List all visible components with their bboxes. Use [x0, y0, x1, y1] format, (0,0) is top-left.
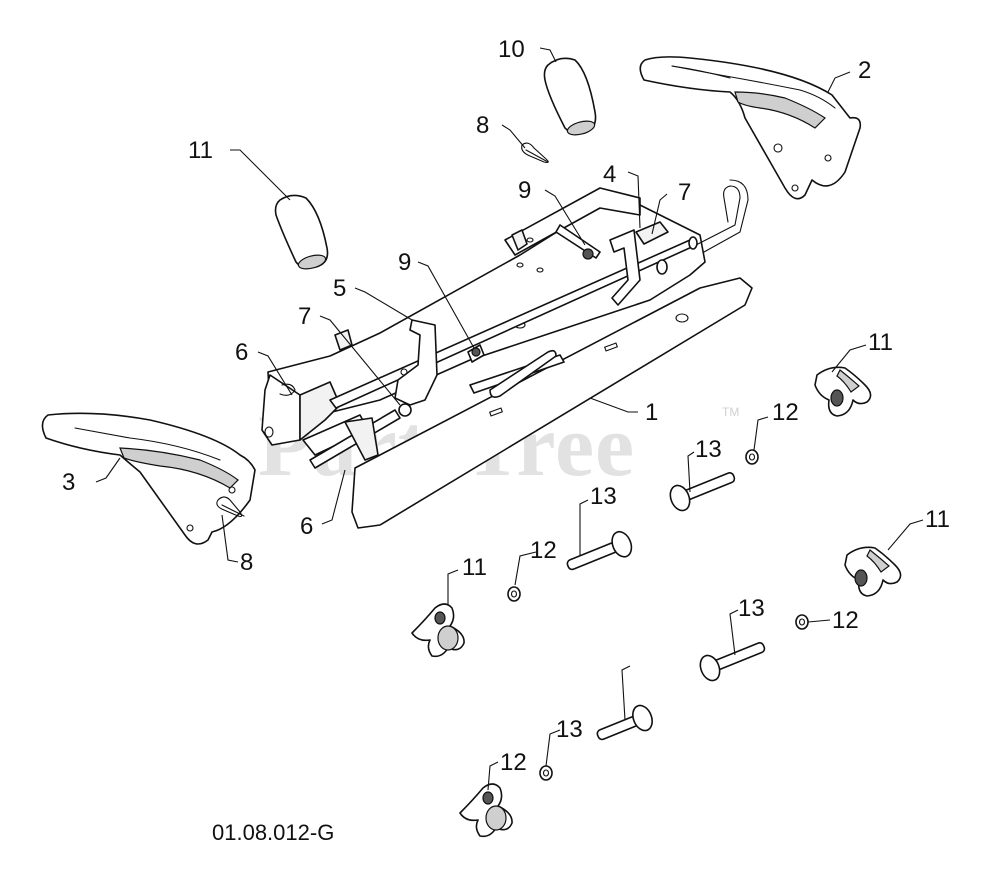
callout-12: 12: [530, 537, 557, 564]
callout-12: 12: [772, 399, 799, 426]
callout-13: 13: [695, 436, 722, 463]
star-knobs: [411, 366, 902, 838]
callout-7: 7: [298, 303, 311, 330]
clip-pins: [216, 142, 549, 518]
left-seat-handle: [41, 412, 256, 545]
right-latch-assembly: [555, 221, 698, 306]
callout-10: 11: [188, 137, 213, 164]
figure-code: 01.08.012-G: [212, 820, 334, 845]
callout-12: 12: [832, 607, 859, 634]
watermark-trademark: TM: [722, 405, 739, 419]
callout-6: 6: [235, 339, 248, 366]
leader-lines: [95, 47, 924, 791]
callout-6: 6: [300, 513, 313, 540]
callout-11: 11: [925, 506, 950, 533]
callout-13: 13: [738, 595, 765, 622]
callout-5: 5: [333, 275, 346, 302]
callout-7: 7: [678, 179, 691, 206]
callout-3: 3: [62, 469, 75, 496]
callout-9: 9: [398, 249, 411, 276]
callout-10: 10: [498, 36, 525, 63]
callout-4: 4: [603, 161, 616, 188]
callout-11: 12: [500, 749, 527, 776]
callout-12: 13: [556, 716, 583, 743]
callout-2: 2: [858, 57, 871, 84]
callout-9: 9: [518, 177, 531, 204]
callout-8: 8: [240, 549, 253, 576]
lever-knobs: [274, 57, 597, 270]
left-latch-assembly: [279, 319, 485, 469]
callout-11: 11: [462, 554, 487, 581]
right-seat-handle: [639, 56, 862, 200]
callout-labels: 10 2 8 11 4 7 9 9 5 7 6 1 6 3 8 11 11 11…: [62, 36, 950, 776]
carriage-bolts: [566, 472, 766, 741]
callout-11: 11: [868, 329, 893, 356]
callout-1: 1: [645, 399, 658, 426]
callout-13: 13: [590, 483, 617, 510]
callout-8: 8: [476, 112, 489, 139]
